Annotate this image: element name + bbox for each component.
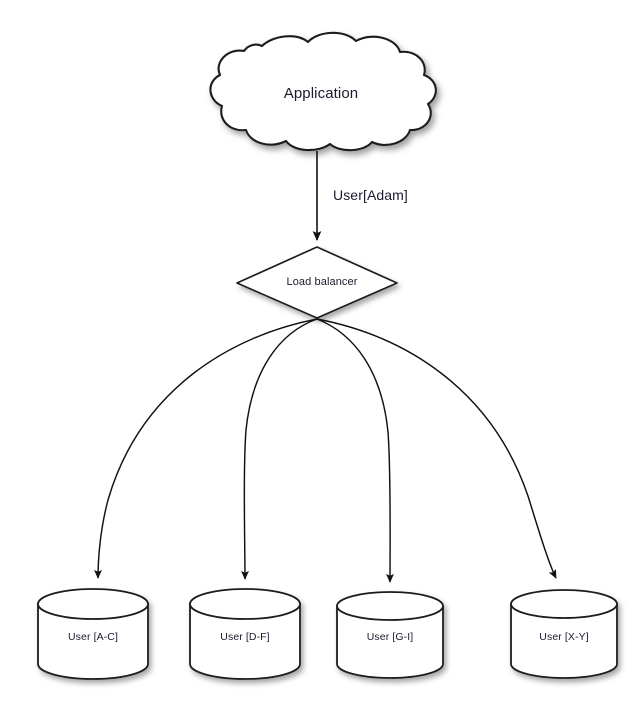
edge-balancer-to-db-x-y — [316, 318, 557, 579]
load-balancer-shape — [236, 246, 398, 319]
edge-balancer-to-db-d-f — [241, 318, 318, 580]
edge-balancer-to-db-g-i — [316, 318, 394, 583]
db-d-f-shape — [189, 588, 301, 680]
db-g-i-shape — [336, 591, 444, 679]
db-x-y-shape — [510, 589, 618, 679]
db-a-c-shape — [37, 588, 149, 680]
edge-balancer-to-db-a-c — [94, 318, 318, 579]
application-cloud-shape — [209, 31, 437, 152]
